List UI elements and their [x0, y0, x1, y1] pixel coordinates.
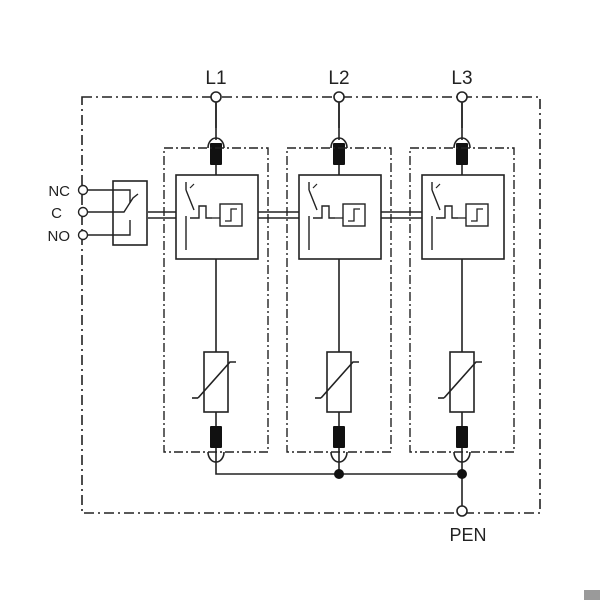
- label-l1: L1: [205, 68, 226, 89]
- terminal-no: [77, 229, 89, 241]
- terminal-nc: [77, 184, 89, 196]
- pen-bus: [215, 460, 463, 508]
- mechanical-linkage: [148, 211, 422, 219]
- outer-enclosure: [81, 96, 541, 514]
- signal-contact-switch: [87, 189, 139, 236]
- terminal-l3: [456, 91, 468, 103]
- junction-l3: [457, 469, 467, 479]
- label-c: C: [51, 205, 62, 222]
- label-pen: PEN: [449, 525, 486, 545]
- terminal-c: [77, 206, 89, 218]
- terminal-l1: [210, 91, 222, 103]
- module-l3: [409, 102, 515, 463]
- label-l3: L3: [451, 68, 472, 89]
- label-l2: L2: [328, 68, 349, 89]
- label-no: NO: [48, 228, 71, 245]
- terminal-pen: [456, 505, 468, 517]
- junction-l2: [334, 469, 344, 479]
- label-nc: NC: [48, 183, 70, 200]
- terminal-l2: [333, 91, 345, 103]
- module-l1: [163, 102, 269, 463]
- corner-mark: [584, 590, 600, 600]
- module-l2: [286, 102, 392, 463]
